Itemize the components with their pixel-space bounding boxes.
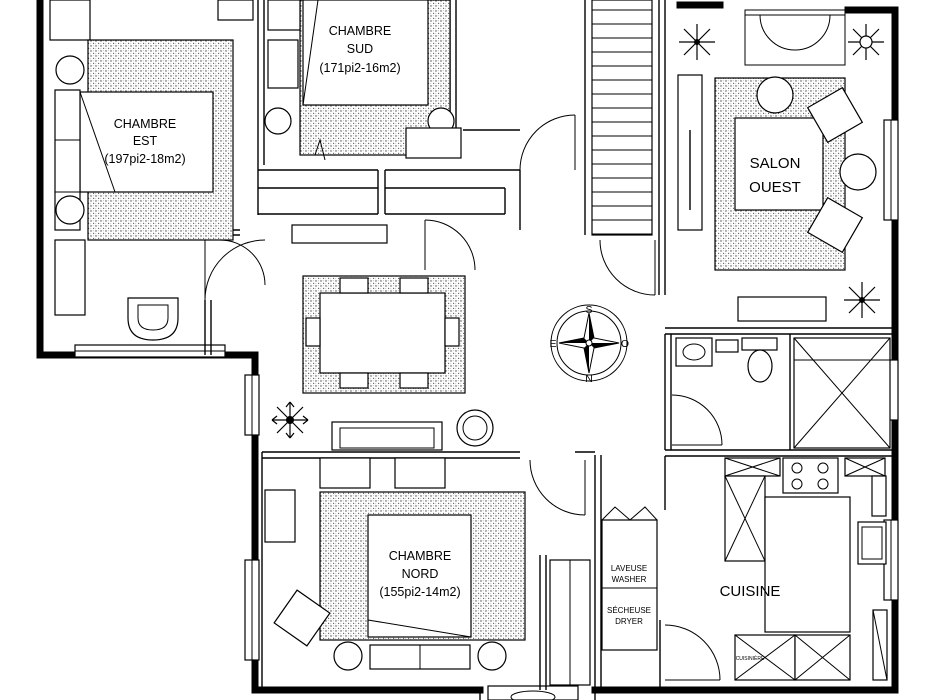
toilet-icon bbox=[127, 297, 179, 341]
stove-icon bbox=[782, 457, 839, 494]
plant-icon bbox=[848, 24, 884, 60]
windows bbox=[74, 119, 899, 700]
compass-north: N bbox=[585, 373, 593, 385]
laundry-area: LAVEUSE WASHER SÉCHEUSE DRYER bbox=[601, 506, 658, 651]
lamp-icon bbox=[55, 55, 85, 85]
chair bbox=[399, 372, 429, 389]
bench bbox=[291, 224, 388, 244]
chair bbox=[339, 277, 369, 294]
room-chambre-est: CHAMBRE EST (197pi2-18m2) bbox=[49, 0, 254, 316]
chambre-sud-area: (171pi2-16m2) bbox=[319, 61, 400, 75]
desk bbox=[54, 239, 86, 316]
plant-icon bbox=[271, 401, 309, 439]
chambre-est-area: (197pi2-18m2) bbox=[104, 152, 185, 166]
room-chambre-sud: CHAMBRE SUD (171pi2-16m2) bbox=[264, 0, 462, 161]
room-chambre-nord: CHAMBRE NORD (155pi2-14m2) bbox=[264, 457, 591, 686]
dining-table bbox=[319, 292, 446, 374]
armchair bbox=[756, 76, 794, 114]
armchair bbox=[806, 86, 864, 144]
bathroom bbox=[675, 337, 891, 449]
dryer-label: SÉCHEUSE bbox=[607, 606, 651, 615]
chair bbox=[339, 372, 369, 389]
compass-west: O bbox=[621, 338, 629, 350]
dining-area bbox=[302, 275, 466, 394]
chair bbox=[444, 317, 460, 347]
chair bbox=[399, 277, 429, 294]
interior-walls bbox=[204, 0, 895, 690]
sink-icon bbox=[675, 337, 713, 367]
chambre-nord-label: CHAMBRE bbox=[389, 549, 452, 563]
sink-icon bbox=[857, 521, 887, 565]
range-label: CUISINIÈRE bbox=[736, 655, 765, 662]
room-salon-ouest: SALON OUEST bbox=[714, 76, 877, 322]
cuisine-label: CUISINE bbox=[720, 583, 781, 600]
chambre-nord-area: (155pi2-14m2) bbox=[379, 585, 460, 599]
plant-icon bbox=[679, 24, 715, 60]
dresser bbox=[264, 489, 296, 543]
coffee-table bbox=[734, 117, 824, 211]
toilet-icon bbox=[741, 337, 778, 351]
compass-icon: S N E O bbox=[549, 304, 629, 385]
dryer-label-en: DRYER bbox=[615, 617, 643, 626]
armchair bbox=[806, 196, 864, 254]
bed bbox=[367, 514, 472, 638]
compass-east: E bbox=[549, 338, 556, 350]
chambre-nord-label-2: NORD bbox=[402, 567, 439, 581]
armchair bbox=[839, 153, 877, 191]
armchair bbox=[456, 409, 494, 447]
washer-label-en: WASHER bbox=[612, 575, 647, 584]
staircase bbox=[591, 0, 653, 236]
armchair bbox=[273, 589, 331, 647]
salon-ouest-label-2: OUEST bbox=[749, 179, 801, 196]
chambre-sud-label: CHAMBRE bbox=[329, 24, 392, 38]
lamp-icon bbox=[333, 641, 363, 671]
chambre-est-label: CHAMBRE bbox=[114, 117, 177, 131]
chambre-est-label-2: EST bbox=[133, 134, 158, 148]
bed bbox=[302, 0, 429, 106]
chair bbox=[305, 317, 321, 347]
compass-south: S bbox=[585, 304, 592, 316]
kitchen-island bbox=[764, 496, 851, 633]
lamp-icon bbox=[477, 641, 507, 671]
room-cuisine: CUISINIÈRE CUISINE bbox=[720, 457, 888, 681]
plant-icon bbox=[844, 282, 880, 318]
lamp-icon bbox=[55, 195, 85, 225]
sideboard bbox=[737, 296, 827, 322]
chambre-sud-label-2: SUD bbox=[347, 42, 373, 56]
washer-label: LAVEUSE bbox=[611, 564, 647, 573]
dresser bbox=[49, 0, 91, 41]
lamp-icon bbox=[264, 107, 292, 135]
sofa bbox=[331, 421, 443, 451]
doors bbox=[204, 9, 846, 681]
salon-ouest-label: SALON bbox=[750, 155, 801, 172]
